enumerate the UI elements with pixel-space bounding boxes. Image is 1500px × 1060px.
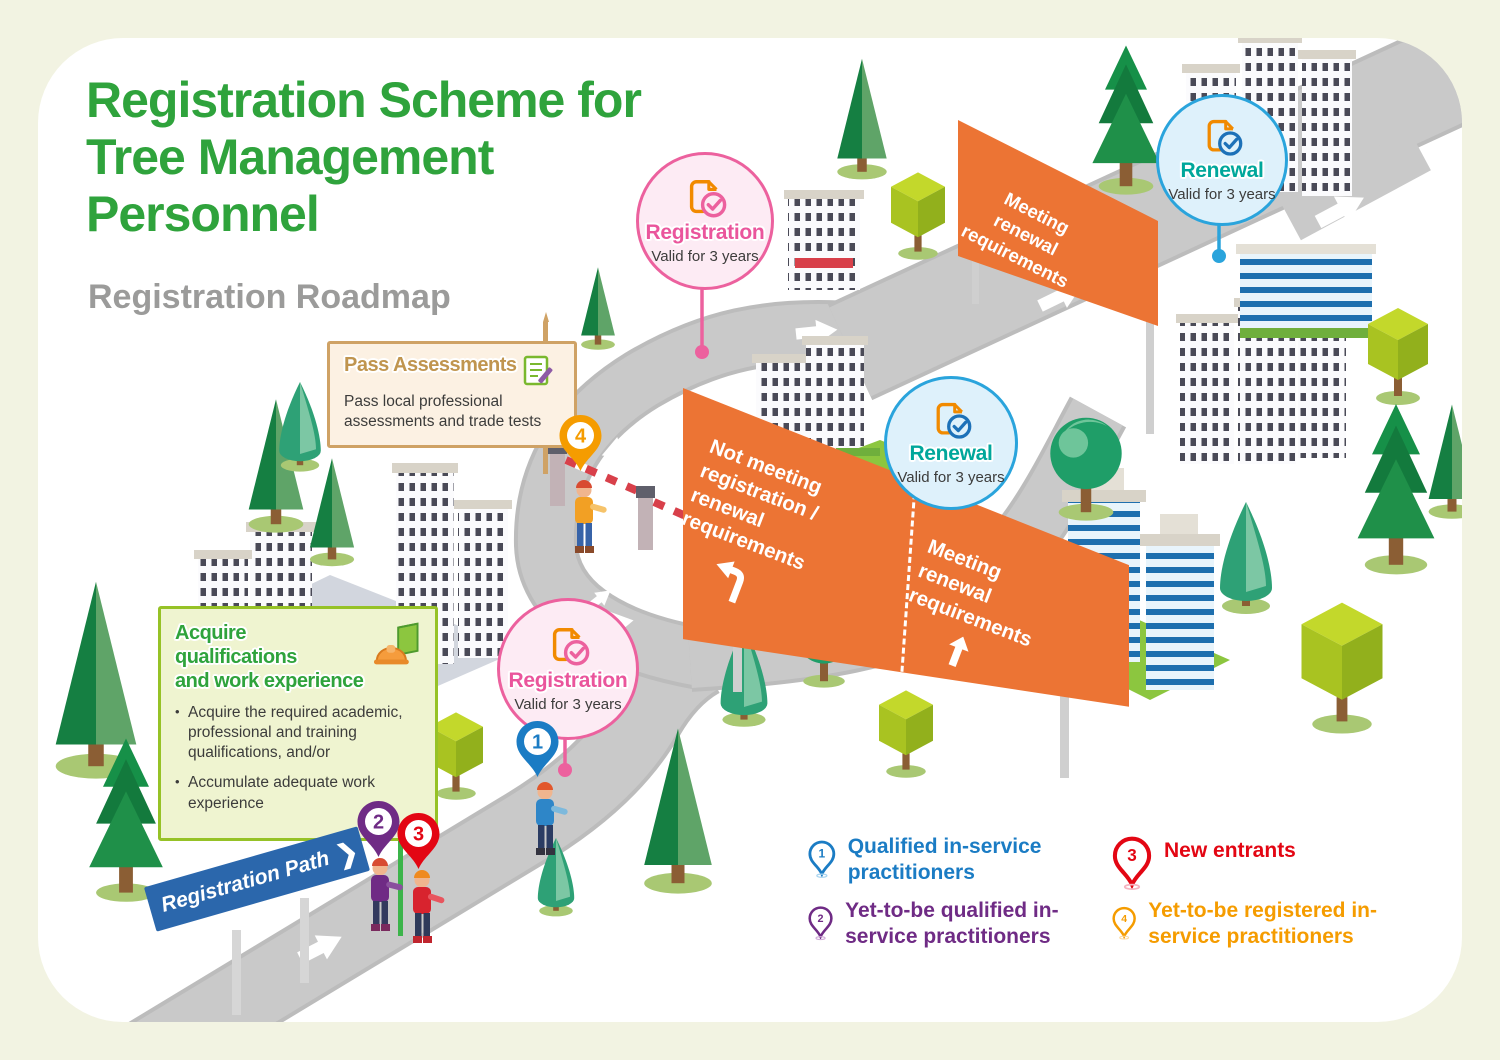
legend-item-1: 1 Qualified in-service practitioners [808,832,1074,886]
renewal-badge-mid: Renewal Valid for 3 years [884,376,1018,510]
turn-left-arrow-icon [716,561,744,604]
up-arrow-icon [948,637,969,668]
title-line-1: Registration Scheme for [86,72,642,128]
page-subtitle: Registration Roadmap [88,278,451,316]
marker-1-pin: 1 [515,720,560,783]
legend-pin-2-icon: 2 [808,906,833,941]
svg-text:1: 1 [819,847,826,861]
renewal-badge-label: Renewal [909,442,993,465]
page-title: Registration Scheme for Tree Management … [86,72,642,243]
legend-item-2: 2 Yet-to-be qualified in-service practit… [808,896,1108,950]
legend-label-4: Yet-to-be registered in-service practiti… [1148,899,1377,948]
legend-item-4: 4 Yet-to-be registered in-service practi… [1112,896,1412,950]
svg-text:1: 1 [532,732,543,754]
svg-text:3: 3 [1127,846,1137,865]
registration-badge-validity: Valid for 3 years [514,696,622,713]
acquire-title: Acquire qualifications and work experien… [175,621,367,693]
registration-badge-mid: Registration Valid for 3 years [497,598,639,740]
title-line-3: Personnel [86,186,320,242]
renewal-badge-validity: Valid for 3 years [897,469,1005,486]
registration-badge-label: Registration [645,221,765,244]
renewal-badge-label: Renewal [1180,159,1264,182]
svg-text:3: 3 [413,824,424,846]
renewal-document-icon [1207,119,1243,156]
legend-label-3: New entrants [1164,839,1296,862]
renewal-badge-top: Renewal Valid for 3 years [1156,94,1288,226]
legend-pin-1-icon: 1 [808,840,836,878]
pass-assessments-body: Pass local professional assessments and … [344,393,542,431]
legend-label-2: Yet-to-be qualified in-service practitio… [845,899,1059,948]
svg-text:4: 4 [575,426,587,448]
marker-3-pin: 3 [396,812,441,875]
legend-pin-3-icon: 3 [1112,836,1152,890]
exam-paper-icon [523,355,552,386]
acquire-title-line-2: and work experience [175,670,364,692]
registration-badge-top: Registration Valid for 3 years [636,152,774,290]
sign-big-left-text: Not meeting registration / renewal requi… [683,434,836,622]
acquire-bullet-1: Acquire the required academic, professio… [175,703,423,763]
legend-item-3: 3 New entrants [1112,836,1378,890]
book-and-helmet-icon [373,622,419,665]
svg-text:2: 2 [373,812,384,834]
renewal-badge-validity: Valid for 3 years [1168,186,1276,203]
pass-assessments-box: Pass Assessments Pass local professional… [327,341,577,448]
acquire-bullet-list: Acquire the required academic, professio… [175,703,423,814]
sign-big-right-text: Meeting renewal requirements [891,534,1054,690]
acquire-title-line-1: Acquire qualifications [175,622,297,668]
marker-4-pin: 4 [558,414,603,477]
marker-2-pin: 2 [356,800,401,863]
registration-document-icon [552,628,590,666]
registration-badge-label: Registration [508,669,628,692]
svg-text:2: 2 [818,913,824,925]
renewal-document-icon [936,402,972,439]
registration-document-icon [689,180,727,218]
pass-assessments-title: Pass Assessments [344,354,517,376]
svg-text:4: 4 [1121,914,1127,925]
legend-label-1: Qualified in-service practitioners [847,835,1042,884]
title-line-2: Tree Management [86,129,494,185]
registration-badge-validity: Valid for 3 years [651,248,759,265]
legend-pin-4-icon: 4 [1112,906,1136,940]
